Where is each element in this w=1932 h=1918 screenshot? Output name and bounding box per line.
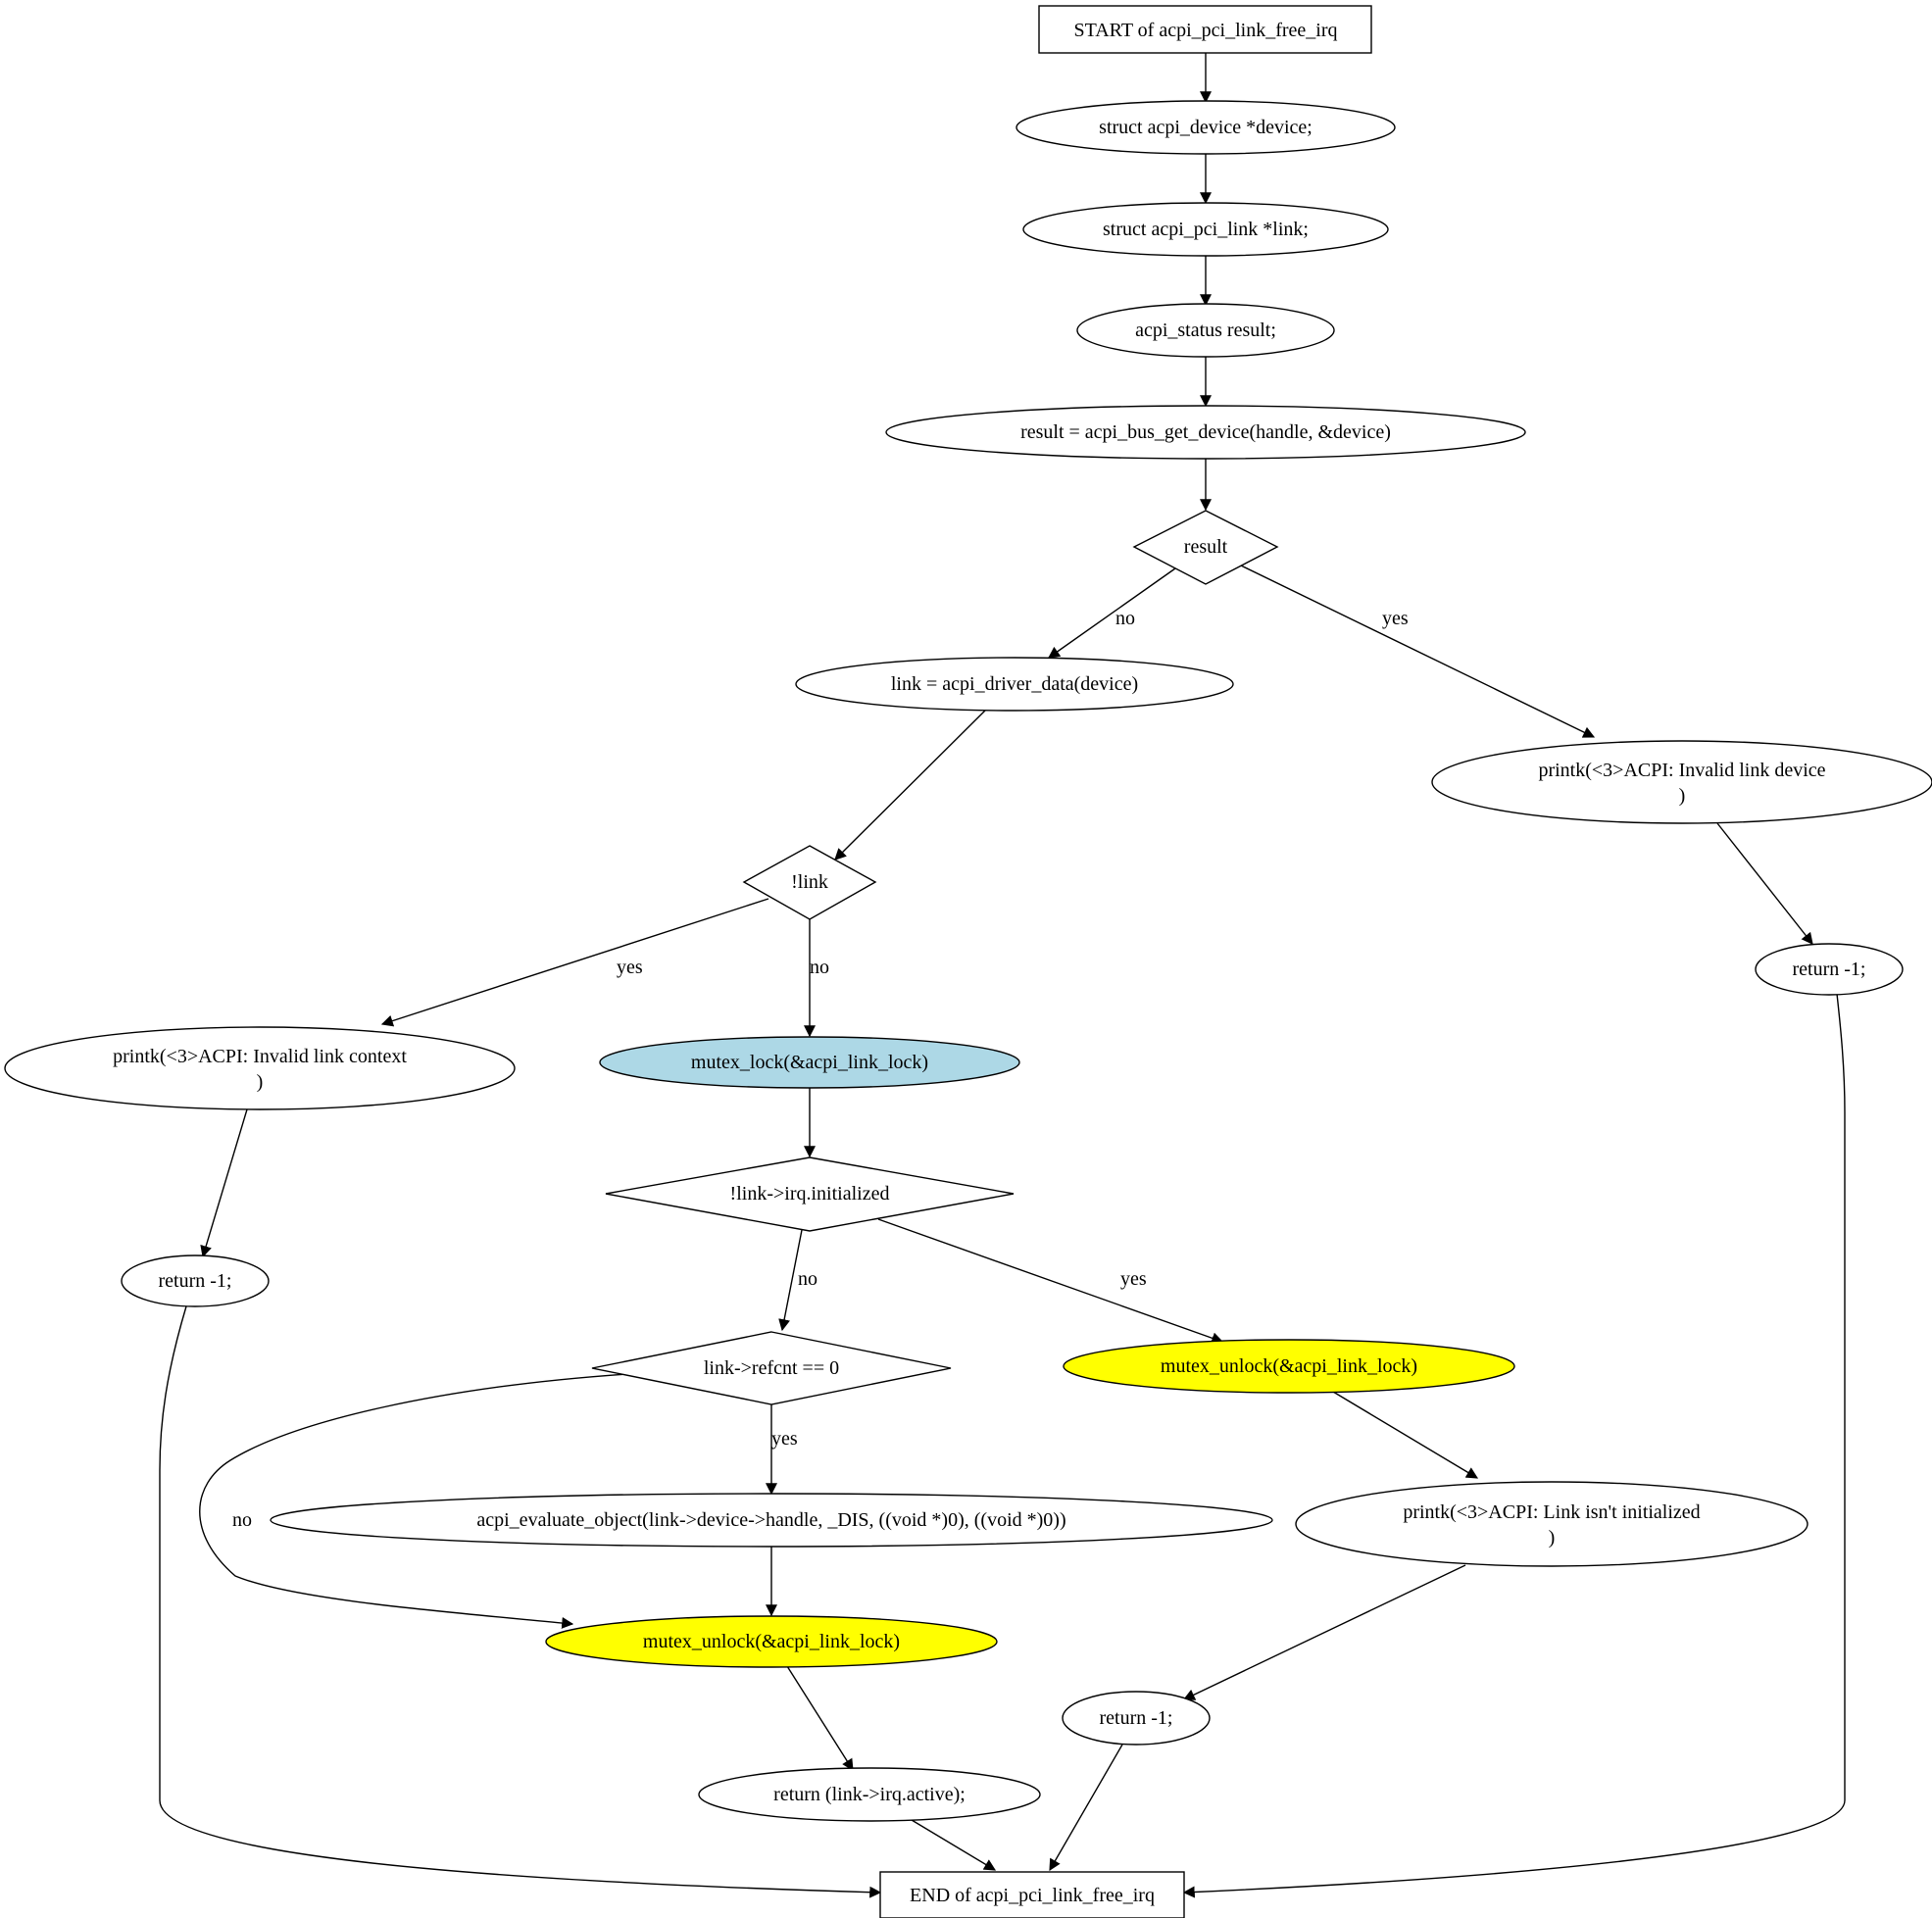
node-printk-invalid-context-line1: printk(<3>ACPI: Invalid link context [113,1046,407,1067]
node-link-assign-label: link = acpi_driver_data(device) [891,673,1138,695]
edge-cond-result-yes [1240,565,1596,738]
node-cond-result: result [1132,510,1279,585]
node-start-label: START of acpi_pci_link_free_irq [1074,20,1338,41]
node-decl-link-label: struct acpi_pci_link *link; [1103,219,1309,240]
node-acpi-evaluate-label: acpi_evaluate_object(link->device->handl… [476,1509,1065,1531]
edge-label-not-link-no: no [810,957,829,978]
node-printk-not-initialized: printk(<3>ACPI: Link isn't initialized ) [1295,1481,1808,1567]
edge-return-active-to-end [911,1819,997,1871]
node-mutex-unlock-1-label: mutex_unlock(&acpi_link_lock) [1161,1355,1417,1377]
edge-not-link-yes [380,898,769,1027]
node-return-active: return (link->irq.active); [698,1767,1041,1822]
node-decl-result-label: acpi_status result; [1135,320,1276,341]
node-cond-not-link: !link [742,845,877,920]
node-cond-not-initialized-label: !link->irq.initialized [730,1183,890,1205]
edge-mutex-unlock-2-to-return-active [786,1665,854,1772]
edge-label-refcnt-no: no [232,1509,252,1531]
node-acpi-evaluate: acpi_evaluate_object(link->device->handl… [270,1493,1273,1548]
node-get-device-label: result = acpi_bus_get_device(handle, &de… [1020,421,1391,443]
node-end: END of acpi_pci_link_free_irq [879,1871,1185,1918]
edge-label-refcnt-yes: yes [771,1428,798,1450]
node-decl-link: struct acpi_pci_link *link; [1022,202,1389,257]
edge-label-result-no: no [1115,608,1135,629]
edge-label-initialized-yes: yes [1120,1268,1147,1290]
node-return-2: return -1; [121,1254,270,1307]
edges [159,53,1846,1898]
node-mutex-lock-label: mutex_lock(&acpi_link_lock) [691,1052,928,1073]
node-printk-invalid-device: printk(<3>ACPI: Invalid link device ) [1431,740,1932,824]
node-printk-invalid-device-line2: ) [1679,785,1686,807]
edge-return-2-to-end [159,1305,882,1898]
node-return-active-label: return (link->irq.active); [773,1784,966,1805]
node-printk-invalid-device-line1: printk(<3>ACPI: Invalid link device [1538,760,1825,781]
edge-label-result-yes: yes [1382,608,1409,629]
node-return-1-label: return -1; [1793,959,1866,980]
node-mutex-unlock-1: mutex_unlock(&acpi_link_lock) [1063,1339,1515,1394]
edge-mutex-unlock-1-to-printk-not-initialized [1332,1391,1479,1479]
edge-printk-not-initialized-to-return-3 [1182,1564,1466,1700]
node-start: START of acpi_pci_link_free_irq [1038,5,1372,54]
node-printk-not-initialized-line2: ) [1549,1527,1556,1549]
node-cond-not-link-label: !link [791,871,828,893]
edge-printk-device-to-return-1 [1716,822,1813,945]
node-end-label: END of acpi_pci_link_free_irq [910,1885,1155,1906]
node-cond-refcnt: link->refcnt == 0 [591,1331,952,1405]
node-return-1: return -1; [1755,943,1904,996]
edge-cond-result-no [1048,567,1176,659]
node-get-device: result = acpi_bus_get_device(handle, &de… [885,405,1526,460]
edge-refcnt-no [199,1373,628,1629]
node-cond-not-initialized: !link->irq.initialized [605,1156,1015,1232]
node-printk-invalid-context-line2: ) [257,1071,264,1093]
node-cond-result-label: result [1184,536,1228,558]
node-return-3-label: return -1; [1100,1707,1173,1729]
node-decl-device: struct acpi_device *device; [1016,100,1396,155]
edge-label-not-link-yes: yes [617,957,643,978]
node-mutex-lock: mutex_lock(&acpi_link_lock) [599,1036,1020,1089]
edge-printk-context-to-return-2 [200,1108,248,1258]
edge-return-1-to-end [1182,993,1846,1898]
edge-label-initialized-no: no [798,1268,817,1290]
edge-return-3-to-end [1049,1744,1123,1872]
node-return-2-label: return -1; [159,1270,232,1292]
node-link-assign: link = acpi_driver_data(device) [795,657,1234,712]
node-decl-result: acpi_status result; [1076,303,1335,358]
node-return-3: return -1; [1062,1691,1211,1746]
node-printk-not-initialized-line1: printk(<3>ACPI: Link isn't initialized [1403,1501,1700,1523]
node-mutex-unlock-2-label: mutex_unlock(&acpi_link_lock) [643,1631,900,1652]
node-mutex-unlock-2: mutex_unlock(&acpi_link_lock) [545,1615,998,1668]
node-decl-device-label: struct acpi_device *device; [1099,117,1313,138]
edge-labels: no yes yes no no yes yes no [232,608,1409,1531]
nodes: START of acpi_pci_link_free_irq struct a… [4,5,1932,1918]
edge-not-initialized-yes [877,1218,1224,1345]
node-printk-invalid-context: printk(<3>ACPI: Invalid link context ) [4,1026,516,1110]
edge-not-initialized-no [778,1229,803,1332]
node-cond-refcnt-label: link->refcnt == 0 [704,1357,839,1379]
edge-link-assign-to-not-link [834,707,989,861]
